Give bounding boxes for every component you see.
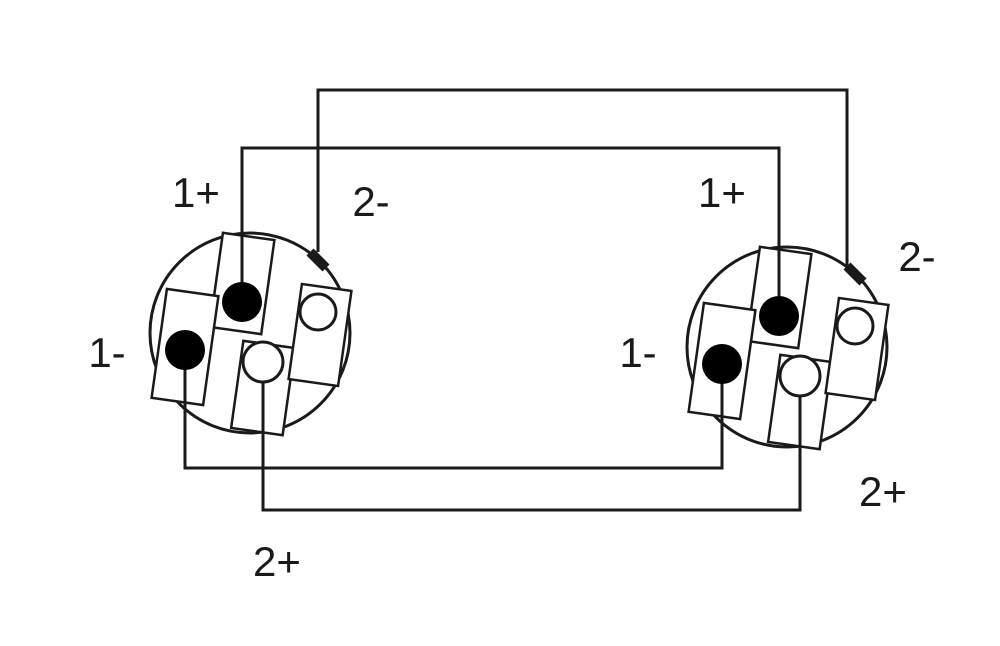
- right-terminal-1plus-dot: [759, 296, 799, 336]
- left-terminal-2plus-ring: [241, 340, 285, 384]
- wire-1minus: [183, 350, 724, 470]
- left-label-2plus: 2+: [253, 538, 301, 585]
- right-label-1plus: 1+: [698, 169, 746, 216]
- left-label-1minus: 1-: [88, 329, 125, 376]
- right-terminal-1minus-dot: [702, 344, 742, 384]
- right-polarity-notch: [843, 262, 867, 286]
- left-label-1plus: 1+: [172, 169, 220, 216]
- right-label-1minus: 1-: [619, 329, 656, 376]
- right-terminal-2minus-ring: [835, 306, 875, 346]
- wire-2minus: [316, 88, 849, 268]
- left-terminal-1plus-dot: [222, 282, 262, 322]
- right-terminal-2plus-ring: [778, 354, 822, 398]
- left-polarity-notch: [306, 248, 330, 272]
- left-label-2minus: 2-: [352, 178, 389, 225]
- wire-2plus: [261, 362, 802, 512]
- right-label-2minus: 2-: [898, 233, 935, 280]
- left-terminal-2minus-ring: [298, 292, 338, 332]
- right-label-2plus: 2+: [859, 468, 907, 515]
- wire-1plus: [240, 146, 781, 316]
- left-terminal-1minus-dot: [165, 330, 205, 370]
